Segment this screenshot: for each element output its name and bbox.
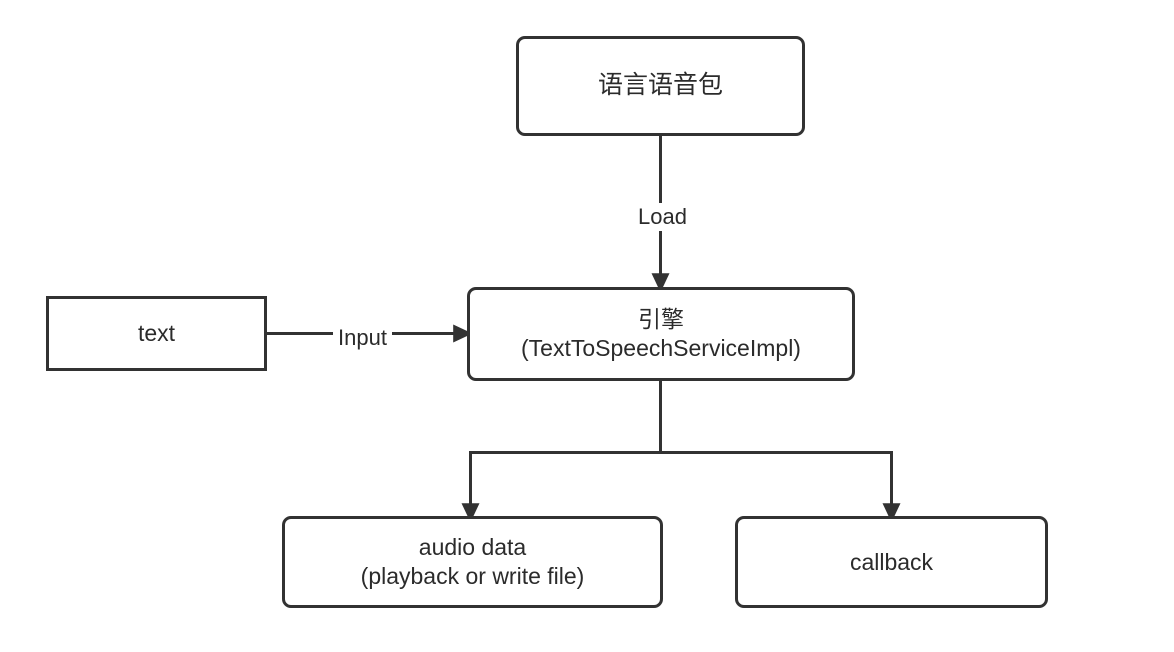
edge-label-input: Input	[333, 324, 392, 352]
node-text[interactable]: text	[46, 296, 267, 371]
node-audio-data[interactable]: audio data (playback or write file)	[282, 516, 663, 608]
node-text-label: text	[137, 320, 176, 347]
node-engine[interactable]: 引擎 (TextToSpeechServiceImpl)	[467, 287, 855, 381]
edge-output-audio	[461, 451, 661, 523]
edge-label-load: Load	[633, 203, 692, 231]
node-callback[interactable]: callback	[735, 516, 1048, 608]
node-callback-label: callback	[849, 548, 934, 575]
edge-output-callback	[660, 451, 901, 523]
node-engine-impl: (TextToSpeechServiceImpl)	[521, 335, 801, 361]
node-voice-pack-label: 语言语音包	[597, 71, 723, 100]
node-audio-data-detail: (playback or write file)	[360, 563, 585, 589]
node-audio-data-title: audio data	[418, 534, 527, 561]
node-voice-pack[interactable]: 语言语音包	[516, 36, 805, 136]
node-engine-title: 引擎	[638, 306, 684, 333]
